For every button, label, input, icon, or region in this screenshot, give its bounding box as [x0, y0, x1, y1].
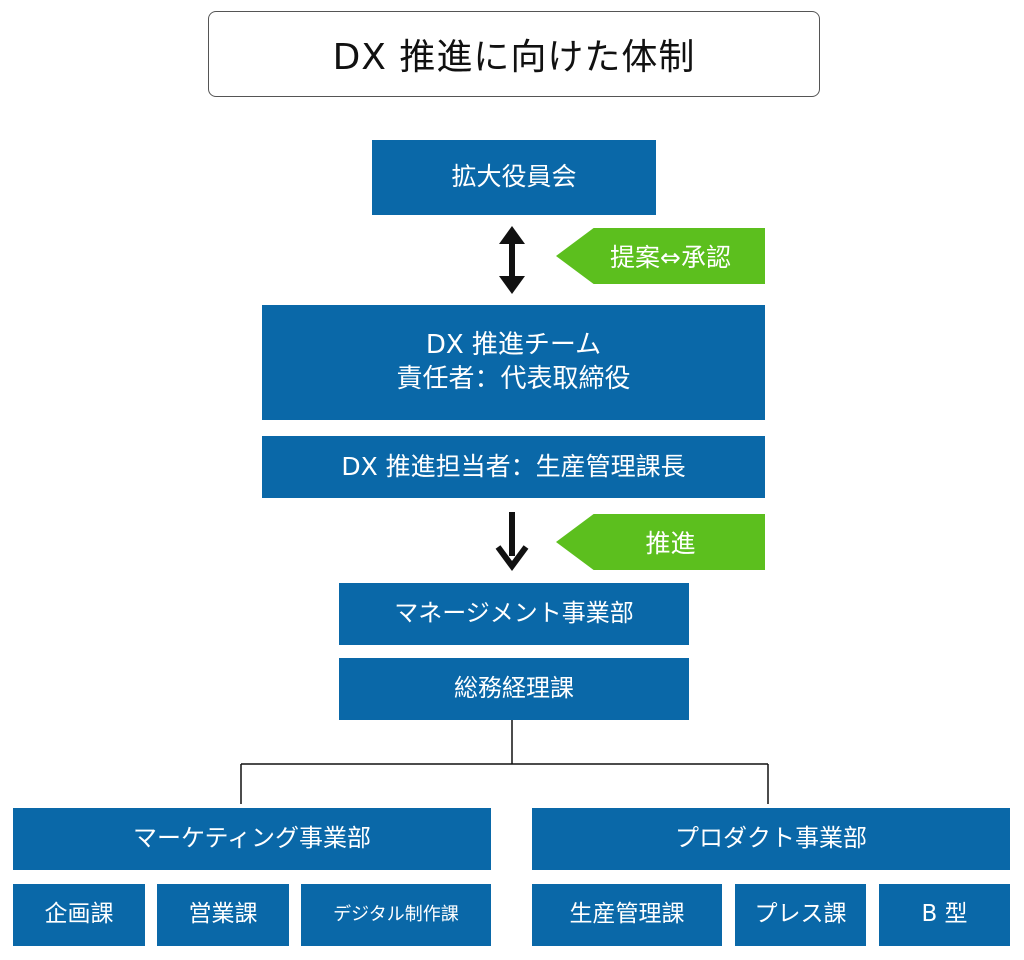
promote-tag: 推進	[556, 514, 765, 570]
marketing-section-label: 企画課	[44, 901, 114, 928]
marketing-section-sales: 営業課	[157, 884, 289, 946]
product-section-press: プレス課	[735, 884, 866, 946]
marketing-section-label: 営業課	[188, 901, 258, 928]
marketing-division-label: マーケティング事業部	[132, 824, 372, 853]
dx-manager-label: DX 推進担当者：生産管理課長	[341, 451, 686, 481]
proposal-approval-label: 提案⇔承認	[610, 243, 731, 272]
double-arrow-icon	[499, 226, 525, 294]
marketing-section-label: デジタル制作課	[333, 904, 459, 926]
marketing-division-box: マーケティング事業部	[13, 808, 491, 870]
general-affairs-box: 総務経理課	[339, 658, 689, 720]
management-division-box: マネージメント事業部	[339, 583, 689, 645]
product-section-label: B 型	[921, 901, 968, 928]
marketing-section-digital: デジタル制作課	[301, 884, 491, 946]
product-division-label: プロダクト事業部	[675, 824, 867, 853]
dx-team-leader: 責任者：代表取締役	[396, 363, 631, 394]
board-label: 拡大役員会	[451, 162, 577, 192]
dx-team-box: DX 推進チーム 責任者：代表取締役	[262, 305, 765, 420]
product-section-label: プレス課	[754, 901, 847, 928]
product-division-box: プロダクト事業部	[532, 808, 1010, 870]
marketing-section-planning: 企画課	[13, 884, 145, 946]
down-arrow-icon	[495, 512, 529, 572]
dx-manager-box: DX 推進担当者：生産管理課長	[262, 436, 765, 498]
product-section-label: 生産管理課	[569, 901, 685, 928]
proposal-approval-tag: 提案⇔承認	[556, 228, 765, 284]
product-section-b-type: B 型	[879, 884, 1010, 946]
product-section-production: 生産管理課	[532, 884, 722, 946]
promote-label: 推進	[645, 529, 696, 558]
general-affairs-label: 総務経理課	[454, 674, 574, 703]
board-box: 拡大役員会	[372, 140, 656, 215]
org-tree-lines	[240, 720, 769, 804]
dx-team-name: DX 推進チーム	[425, 329, 602, 360]
page-title: DX 推進に向けた体制	[208, 11, 820, 97]
management-division-label: マネージメント事業部	[394, 599, 634, 628]
